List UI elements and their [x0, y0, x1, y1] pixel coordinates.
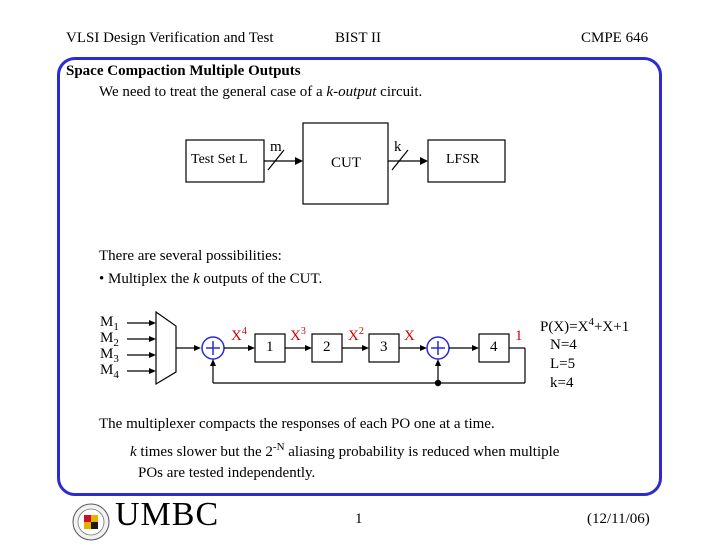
stage-1: [254, 333, 286, 363]
tradeoff-text-line2: POs are tested independently.: [138, 465, 316, 481]
power-x4-base: X: [231, 328, 242, 344]
mux-input-1-sub: 1: [113, 321, 119, 333]
mux-input-3-sub: 3: [113, 353, 119, 365]
page-number: 1: [355, 511, 363, 527]
power-x4: X4: [231, 326, 247, 345]
mux-input-2-sub: 2: [113, 337, 119, 349]
polynomial-exp: 4: [588, 316, 594, 328]
possibilities-text: There are several possibilities:: [99, 248, 282, 264]
cut-label: CUT: [331, 155, 361, 171]
tradeoff-text: k times slower but the 2-N aliasing prob…: [130, 441, 559, 461]
stage-2-label: 2: [323, 339, 331, 355]
power-x2: X2: [348, 326, 364, 345]
cut-box: [302, 122, 389, 205]
mux-input-2: M2: [100, 330, 119, 349]
power-x3-base: X: [290, 328, 301, 344]
stage-4: [478, 333, 510, 363]
m-slash: [267, 149, 285, 171]
slide-frame: [57, 57, 662, 496]
power-one: 1: [515, 328, 523, 344]
intro-pre: We need to treat the general case of a: [99, 84, 327, 100]
tradeoff-em: k: [130, 444, 137, 460]
m-arrowhead: [295, 157, 303, 165]
stage-4-label: 4: [490, 339, 498, 355]
multiplexer: [155, 310, 177, 386]
power-x2-base: X: [348, 328, 359, 344]
stage-3-label: 3: [380, 339, 388, 355]
power-x4-exp: 4: [241, 326, 247, 337]
mux-input-4-sub: 4: [113, 369, 119, 381]
bullet-post: outputs of the CUT.: [199, 271, 323, 287]
umbc-logo: UMBC: [115, 496, 220, 533]
polynomial: P(X)=X4+X+1: [540, 316, 629, 336]
k-arrowhead: [420, 157, 428, 165]
mux-input-3-letter: M: [100, 346, 114, 362]
intro-post: circuit.: [376, 84, 423, 100]
summary-text: The multiplexer compacts the responses o…: [99, 416, 495, 432]
param-n: N=4: [550, 337, 577, 353]
mux-input-4: M4: [100, 362, 119, 381]
param-l: L=5: [550, 356, 576, 372]
polynomial-pre: P(X)=X: [540, 319, 589, 335]
k-label: k: [394, 139, 402, 155]
stage-1-label: 1: [266, 339, 274, 355]
tradeoff-post: aliasing probability is reduced when mul…: [284, 444, 560, 460]
mux-input-1: M1: [100, 314, 119, 333]
mux-input-1-letter: M: [100, 314, 114, 330]
intro-em: k-output: [326, 84, 377, 100]
header-code: CMPE 646: [581, 30, 649, 46]
k-slash: [391, 149, 409, 171]
stage-3: [368, 333, 400, 363]
tradeoff-sup: -N: [272, 441, 285, 453]
umbc-seal-icon: [72, 503, 110, 541]
param-k: k=4: [550, 375, 574, 391]
power-x3: X3: [290, 326, 306, 345]
bullet-multiplex: • Multiplex the k outputs of the CUT.: [99, 271, 322, 288]
test-set-label: Test Set L: [191, 152, 248, 167]
header-topic: BIST II: [335, 30, 381, 46]
lfsr-label: LFSR: [446, 152, 480, 167]
tradeoff-pre: times slower but the 2: [136, 444, 273, 460]
header-course: VLSI Design Verification and Test: [66, 30, 274, 46]
slide-title: Space Compaction Multiple Outputs: [66, 63, 301, 79]
slide-date: (12/11/06): [587, 511, 650, 527]
bullet-em: k: [193, 271, 200, 287]
mux-input-3: M3: [100, 346, 119, 365]
mux-input-2-letter: M: [100, 330, 114, 346]
bullet-pre: • Multiplex the: [99, 271, 193, 287]
power-x3-exp: 3: [300, 326, 306, 337]
m-label: m: [270, 139, 282, 155]
intro-text: We need to treat the general case of a k…: [99, 84, 422, 101]
mux-input-4-letter: M: [100, 362, 114, 378]
power-x1: X: [404, 328, 415, 344]
power-x2-exp: 2: [358, 326, 364, 337]
polynomial-post: +X+1: [593, 319, 630, 335]
